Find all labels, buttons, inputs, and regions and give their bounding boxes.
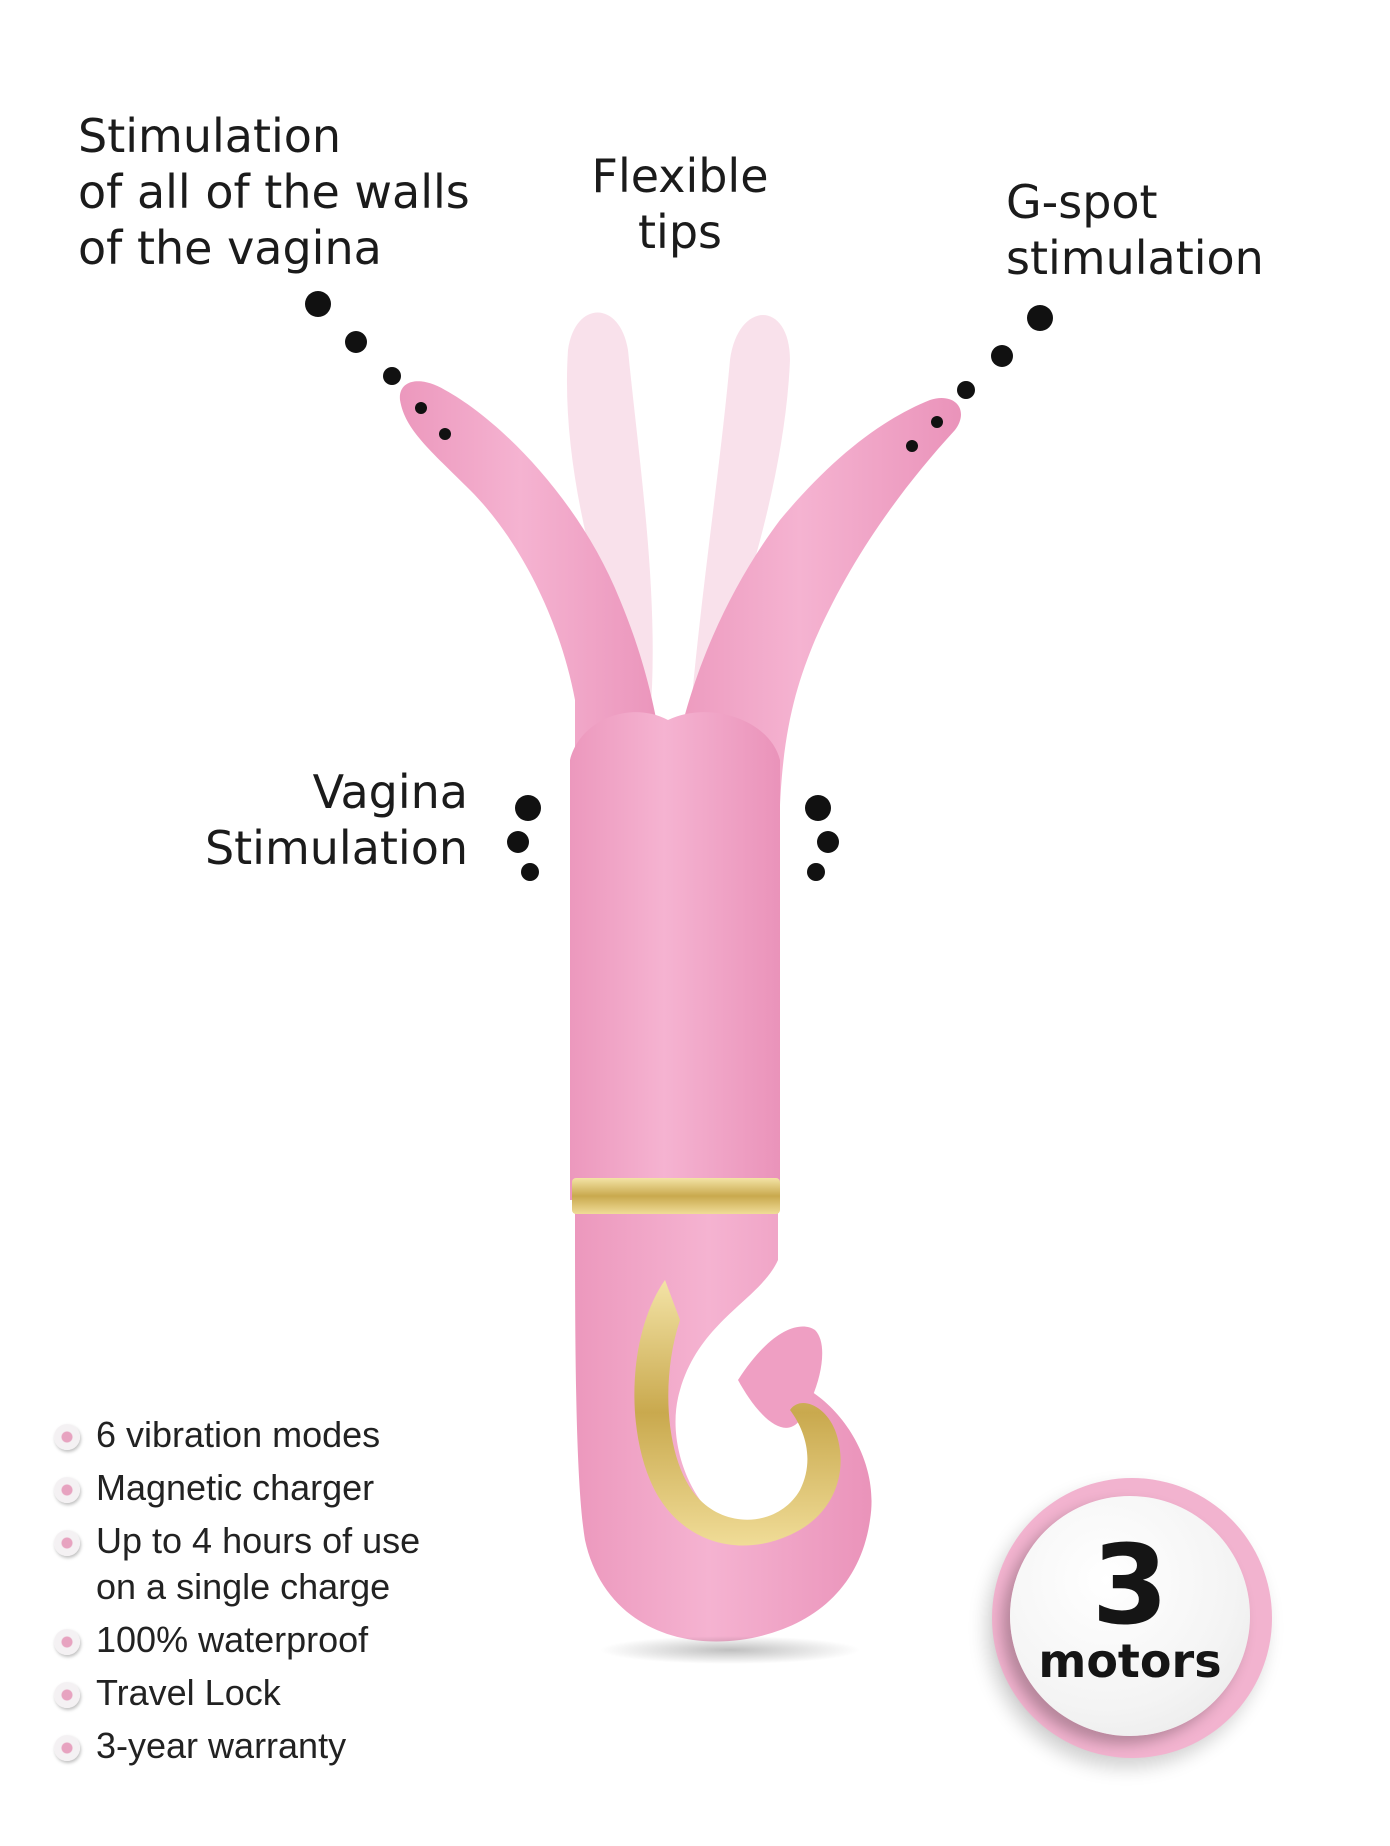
callout-gspot-line: G-spot xyxy=(1006,175,1158,229)
feature-item: Up to 4 hours of use on a single charge xyxy=(52,1518,420,1610)
feature-text: Magnetic charger xyxy=(96,1467,375,1508)
callout-dots-walls xyxy=(305,291,451,440)
feature-item: 6 vibration modes xyxy=(52,1412,420,1458)
feature-item: 100% waterproof xyxy=(52,1617,420,1663)
feature-text: 3-year warranty xyxy=(96,1725,347,1766)
feature-item: Travel Lock xyxy=(52,1670,420,1716)
callout-vagina-line: Stimulation xyxy=(204,821,468,875)
feature-text: Travel Lock xyxy=(96,1672,281,1713)
feature-text: on a single charge xyxy=(96,1566,391,1607)
feature-text: 100% waterproof xyxy=(96,1619,369,1660)
motors-count: 3 xyxy=(1091,1521,1169,1649)
feature-text: Up to 4 hours of use xyxy=(96,1520,421,1561)
callout-walls-line: Stimulation xyxy=(78,109,342,163)
feature-text: 6 vibration modes xyxy=(96,1414,381,1455)
pink-dot-bullet-icon xyxy=(54,1629,80,1655)
callout-gspot-line: stimulation xyxy=(1006,231,1264,285)
feature-item: Magnetic charger xyxy=(52,1465,420,1511)
motors-badge: 3 motors xyxy=(992,1478,1272,1758)
callout-dots-gspot xyxy=(906,305,1053,452)
callout-gspot: G-spot stimulation xyxy=(1006,174,1264,286)
callout-vagina: Vagina Stimulation xyxy=(160,764,468,876)
pink-dot-bullet-icon xyxy=(54,1682,80,1708)
pink-dot-bullet-icon xyxy=(54,1735,80,1761)
motors-badge-face: 3 motors xyxy=(1010,1496,1250,1736)
callout-walls-line: of the vagina xyxy=(78,221,382,275)
motors-label: motors xyxy=(1038,1634,1222,1688)
callout-tips-line: Flexible xyxy=(591,149,769,203)
callout-dots-vagina-left xyxy=(507,795,541,881)
callout-vagina-line: Vagina xyxy=(312,765,468,819)
callout-tips-line: tips xyxy=(638,205,722,259)
pink-dot-bullet-icon xyxy=(54,1530,80,1556)
callout-walls: Stimulation of all of the walls of the v… xyxy=(78,108,470,276)
pink-dot-bullet-icon xyxy=(54,1477,80,1503)
product-body xyxy=(399,381,961,1664)
pink-dot-bullet-icon xyxy=(54,1424,80,1450)
callout-tips: Flexible tips xyxy=(580,148,780,260)
callout-walls-line: of all of the walls xyxy=(78,165,470,219)
flexible-tips-ghost xyxy=(566,312,790,720)
feature-item: 3-year warranty xyxy=(52,1723,420,1769)
feature-list: 6 vibration modes Magnetic charger Up to… xyxy=(52,1412,420,1776)
callout-dots-vagina-right xyxy=(805,795,839,881)
